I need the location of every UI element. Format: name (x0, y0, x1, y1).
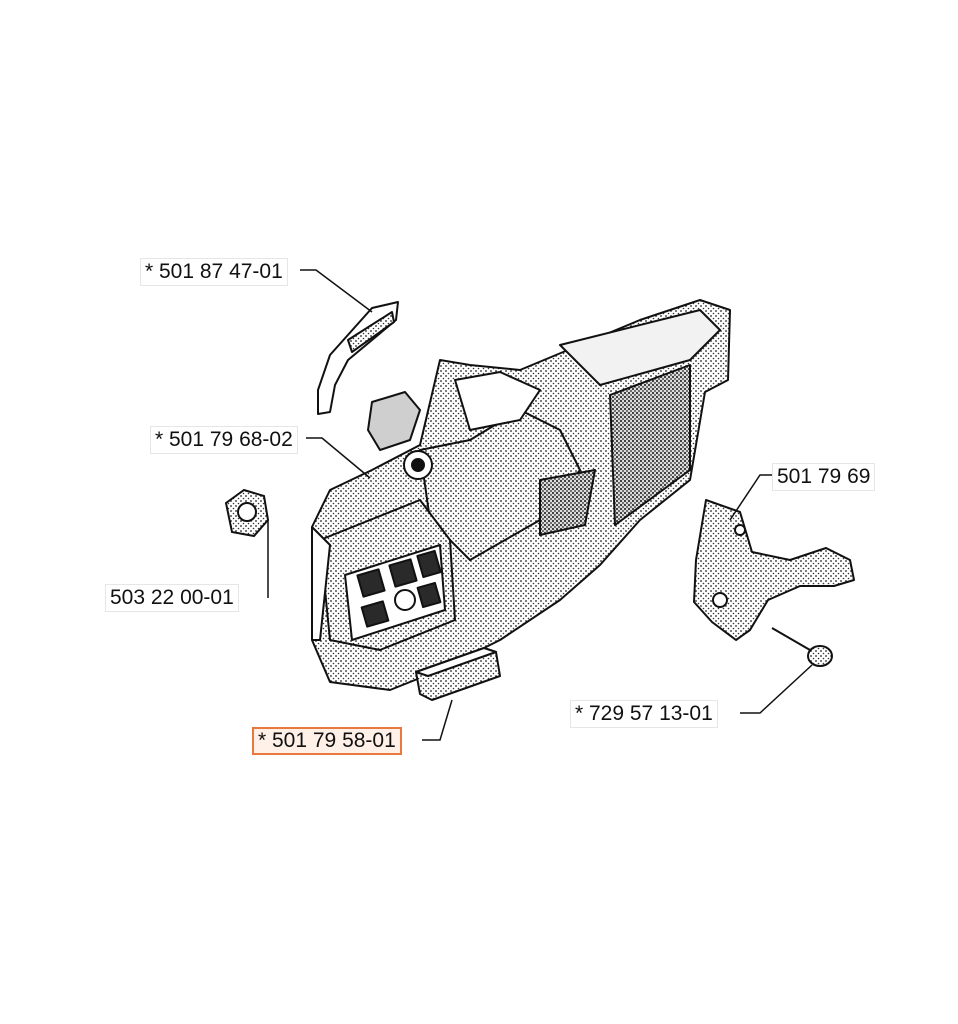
part-label-501-79-58-01[interactable]: * 501 79 58-01 (252, 727, 402, 755)
pad-shape (415, 647, 501, 701)
bracket-shape (693, 499, 855, 641)
part-label-501-79-68-02[interactable]: * 501 79 68-02 (150, 426, 298, 454)
part-label-503-22-00-01[interactable]: 503 22 00-01 (105, 584, 239, 612)
part-label-501-87-47-01[interactable]: * 501 87 47-01 (140, 258, 288, 286)
part-label-729-57-13-01[interactable]: * 729 57 13-01 (570, 700, 718, 728)
leader-lines (267, 269, 813, 741)
part-label-501-79-69[interactable]: 501 79 69 (772, 463, 876, 491)
deflector-plate-shape (317, 301, 399, 415)
nut-shape (224, 488, 270, 538)
screw-shape (771, 627, 833, 667)
main-housing-shape (311, 299, 731, 691)
